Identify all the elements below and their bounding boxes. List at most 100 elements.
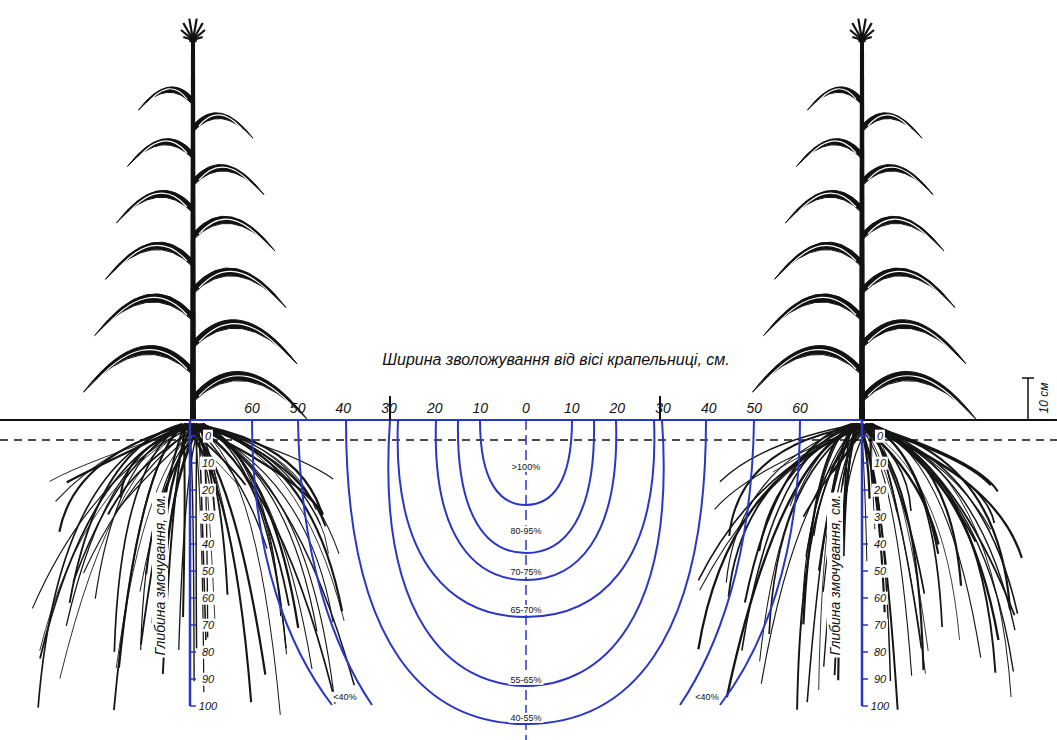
depth-value: 80 [200, 646, 216, 659]
root-line [190, 424, 333, 479]
width-value: 60 [242, 400, 262, 416]
leaf [95, 294, 194, 336]
leaf-vein [90, 350, 188, 389]
depth-tick [862, 489, 868, 491]
width-value: 20 [425, 400, 445, 416]
depth-value: 30 [872, 511, 888, 524]
depth-value: 40 [872, 538, 888, 551]
leaf-vein [199, 167, 258, 192]
scale-bar [1022, 377, 1034, 379]
root-line [865, 424, 942, 627]
width-value: 30 [379, 400, 399, 416]
depth-tick [190, 624, 196, 626]
tassel [862, 23, 872, 40]
moisture-contour [388, 420, 663, 686]
leaf [862, 216, 944, 251]
leaf-vein [792, 193, 857, 220]
leaf [862, 371, 977, 420]
leaf-vein [134, 141, 188, 163]
leaf-vein [101, 297, 188, 332]
leaf [764, 294, 863, 336]
axis-title: Глибина змочування, см. [152, 492, 168, 657]
root-line [858, 424, 959, 640]
leaf-vein [199, 324, 291, 361]
depth-tick [862, 651, 868, 653]
depth-tick [190, 435, 196, 437]
depth-tick [190, 678, 196, 680]
depth-tick [190, 705, 196, 707]
root-line [797, 424, 870, 710]
axis-title: Глибина змочування, см. [827, 492, 843, 657]
leaf-vein [199, 271, 280, 304]
root-line [38, 424, 187, 708]
leaf [862, 113, 922, 138]
depth-value: 80 [872, 646, 888, 659]
root-line [807, 424, 855, 702]
depth-value: 20 [200, 484, 216, 497]
root-line [760, 424, 856, 661]
depth-value: 90 [200, 673, 216, 686]
depth-tick [862, 516, 868, 518]
scale-label: 10 см [1038, 381, 1052, 416]
depth-tick [190, 597, 196, 599]
width-value: 50 [745, 400, 765, 416]
root-line [759, 424, 864, 551]
root-line [32, 424, 199, 608]
root-line [141, 424, 203, 650]
depth-tick [862, 678, 868, 680]
moisture-contour [252, 420, 332, 705]
moisture-label: 40-55% [508, 713, 543, 723]
leaf [84, 346, 194, 393]
root-line [40, 424, 197, 659]
depth-value: 100 [197, 700, 219, 713]
depth-value: 0 [875, 430, 885, 443]
width-value: 50 [288, 400, 308, 416]
depth-tick [862, 570, 868, 572]
leaf-vein [199, 376, 302, 418]
root-system [698, 424, 1021, 710]
depth-value: 10 [200, 457, 216, 470]
moisture-contour [346, 420, 706, 724]
leaf [786, 190, 863, 223]
root-line [761, 424, 873, 684]
root-system [32, 424, 354, 715]
depth-value: 100 [869, 700, 891, 713]
root-line [870, 424, 922, 648]
root-line [188, 424, 335, 704]
moisture-contour [298, 420, 372, 705]
root-line [854, 424, 891, 681]
root-line [853, 424, 1017, 614]
root-line [95, 424, 188, 599]
leaf-vein [868, 219, 938, 248]
root-line [861, 424, 994, 523]
depth-value: 30 [200, 511, 216, 524]
depth-tick [190, 651, 196, 653]
depth-value: 90 [872, 673, 888, 686]
leaf [193, 371, 308, 420]
moisture-label: 70-75% [508, 567, 543, 577]
leaf-vein [759, 350, 857, 389]
depth-value: 20 [872, 484, 888, 497]
leaf-vein [868, 271, 949, 304]
root-line [856, 424, 991, 485]
width-value: 20 [608, 400, 628, 416]
moisture-contour [398, 420, 655, 617]
root-line [183, 424, 251, 702]
scale-bar [1027, 378, 1029, 420]
moisture-label: 65-70% [508, 605, 543, 615]
depth-tick [862, 435, 868, 437]
leaf-vein [123, 193, 188, 220]
root-line [196, 424, 286, 648]
width-value: 10 [471, 400, 491, 416]
moisture-label: >100% [510, 462, 542, 472]
depth-tick [862, 597, 868, 599]
root-line [842, 424, 856, 486]
root-line [700, 424, 871, 590]
depth-value: 50 [872, 565, 888, 578]
width-value: 0 [520, 400, 532, 416]
depth-value: 40 [200, 538, 216, 551]
leaf [193, 164, 264, 194]
leaf-vein [112, 245, 188, 276]
root-line [192, 424, 354, 685]
moisture-label: 55-65% [508, 675, 543, 685]
